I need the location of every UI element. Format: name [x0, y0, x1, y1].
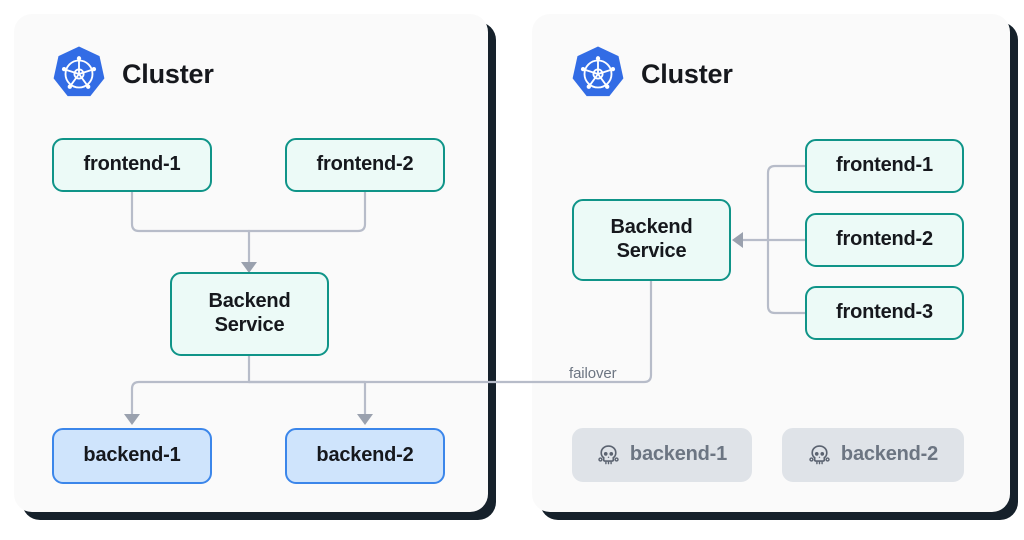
skull-icon — [598, 444, 619, 464]
node-label-line2: Service — [214, 314, 285, 336]
node-backend-service-right[interactable]: Backend Service — [572, 199, 731, 281]
skull-icon — [809, 444, 830, 464]
cluster-title-left: Cluster — [122, 58, 214, 89]
cluster-title-right: Cluster — [641, 58, 733, 89]
node-label-line2: Service — [616, 240, 687, 262]
node-label: backend-2 — [316, 444, 414, 467]
cluster-header-left: Cluster — [52, 45, 214, 103]
node-label: backend-2 — [840, 443, 939, 466]
node-frontend-1-left[interactable]: frontend-1 — [52, 138, 212, 192]
node-backend-service-left[interactable]: Backend Service — [170, 272, 329, 356]
node-label: frontend-1 — [836, 154, 933, 177]
cluster-header-right: Cluster — [571, 45, 733, 103]
node-frontend-3-right[interactable]: frontend-3 — [805, 286, 964, 340]
node-label-line1: Backend — [610, 216, 693, 239]
kubernetes-icon — [53, 46, 105, 97]
node-frontend-1-right[interactable]: frontend-1 — [805, 139, 964, 193]
node-label: frontend-2 — [836, 228, 933, 251]
node-frontend-2-right[interactable]: frontend-2 — [805, 213, 964, 267]
edge-label-failover: failover — [569, 365, 617, 382]
node-backend-1-left[interactable]: backend-1 — [52, 428, 212, 484]
node-backend-2-right-dead[interactable]: backend-2 — [782, 428, 964, 482]
node-label: frontend-1 — [83, 153, 181, 176]
kubernetes-icon — [572, 46, 624, 97]
node-label: frontend-2 — [316, 153, 414, 176]
node-frontend-2-left[interactable]: frontend-2 — [285, 138, 445, 192]
node-label: frontend-3 — [836, 301, 933, 324]
node-backend-2-left[interactable]: backend-2 — [285, 428, 445, 484]
node-backend-1-right-dead[interactable]: backend-1 — [572, 428, 752, 482]
node-label: backend-1 — [629, 443, 728, 466]
node-label-line1: Backend — [208, 290, 291, 313]
node-label: backend-1 — [83, 444, 181, 467]
